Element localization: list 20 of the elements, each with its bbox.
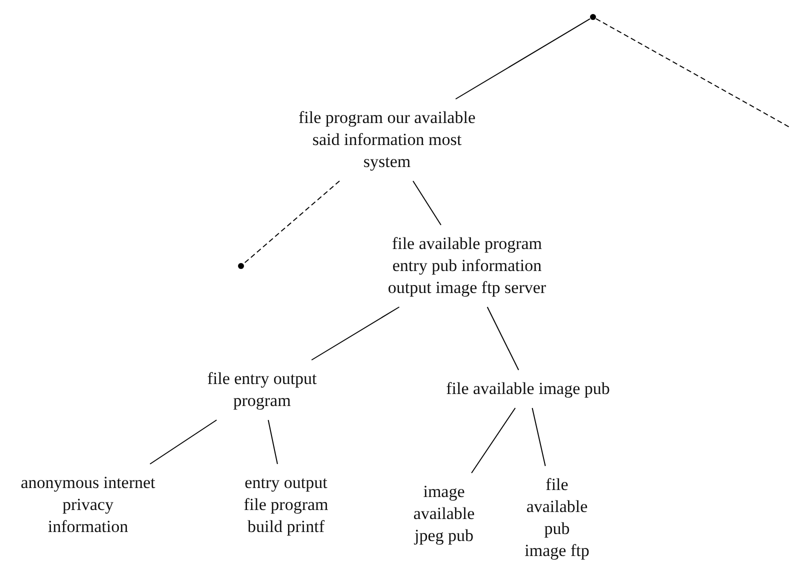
dot-marker — [238, 263, 244, 269]
dotted-line — [596, 18, 792, 128]
node-label: anonymous internet privacy information — [20, 472, 156, 538]
dotted-line — [244, 180, 340, 264]
node-label: entry output file program build printf — [234, 472, 338, 538]
tree-branch — [532, 408, 546, 466]
node-label: file entry output program — [204, 368, 320, 412]
dot-marker — [590, 14, 596, 20]
node-label: file available program entry pub information output image ftp server — [377, 233, 557, 299]
node-label: file program our available said information most system — [287, 107, 487, 173]
node-label: file available pub image ftp — [524, 474, 590, 562]
tree-branch — [412, 180, 442, 226]
tree-branch — [455, 18, 590, 100]
tree-branch — [150, 420, 218, 464]
tree-branch — [311, 306, 400, 360]
tree-branch — [471, 408, 516, 474]
tree-branch — [486, 306, 520, 370]
node-label: image available jpeg pub — [409, 481, 479, 547]
node-label: file available image pub — [403, 378, 653, 400]
tree-branch — [268, 420, 278, 464]
